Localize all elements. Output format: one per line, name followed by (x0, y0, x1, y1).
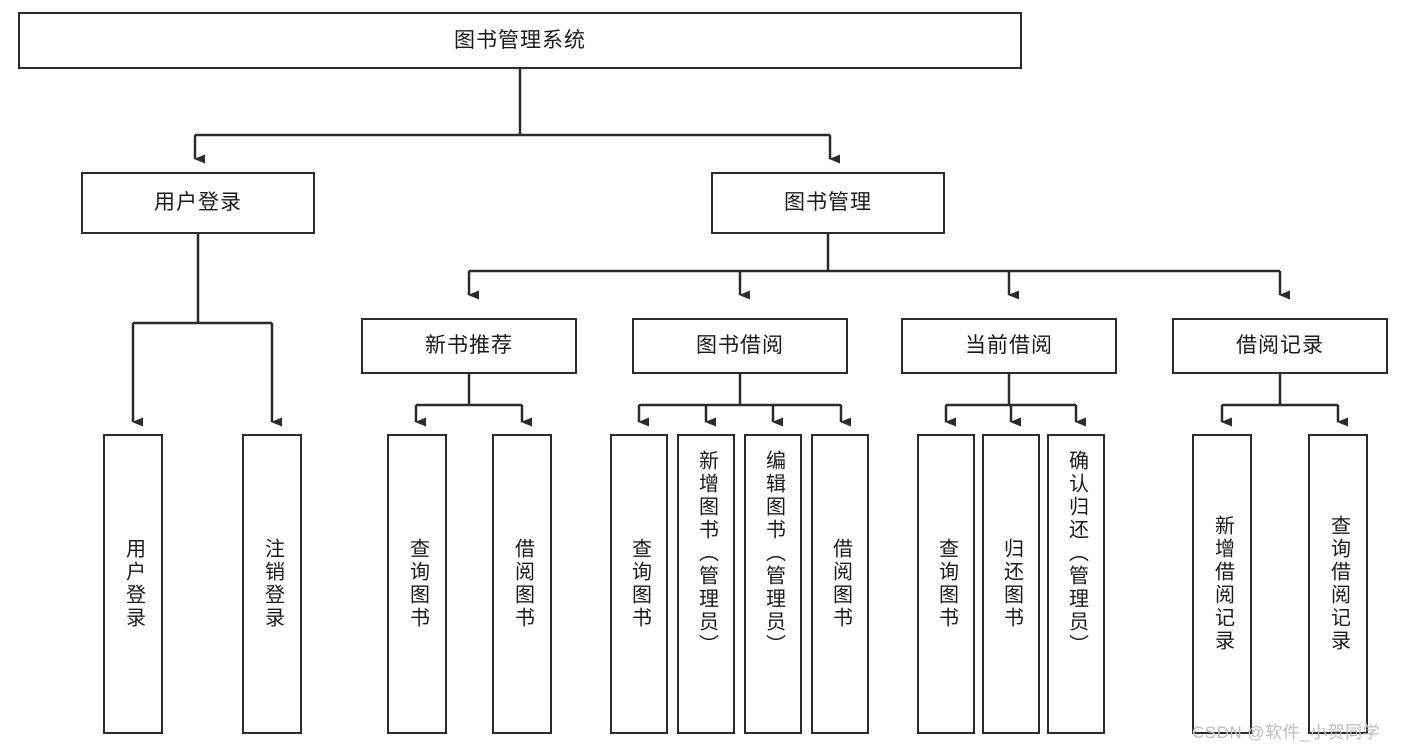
node-label: 查询图书 (935, 538, 958, 630)
node-label: 借阅图书 (829, 538, 852, 630)
node-label: 新增图书（管理员） (695, 450, 718, 657)
node-borrow-record[interactable]: 借阅记录 (1172, 318, 1388, 374)
node-leaf-query-book-current[interactable]: 查询图书 (917, 434, 975, 734)
node-leaf-return-book[interactable]: 归还图书 (982, 434, 1040, 734)
node-label: 注销登录 (261, 538, 284, 630)
node-label: 归还图书 (1000, 538, 1023, 630)
node-label: 借阅记录 (1236, 334, 1324, 358)
node-label: 查询借阅记录 (1327, 515, 1350, 653)
node-leaf-user-login[interactable]: 用户登录 (103, 434, 163, 734)
node-leaf-borrow-book-recommend[interactable]: 借阅图书 (492, 434, 552, 734)
node-label: 新增借阅记录 (1211, 515, 1234, 653)
node-label: 编辑图书（管理员） (762, 450, 785, 657)
node-label: 确认归还（管理员） (1065, 450, 1088, 657)
node-leaf-borrow-book[interactable]: 借阅图书 (811, 434, 869, 734)
node-label: 图书借阅 (696, 334, 784, 358)
node-label: 查询图书 (406, 538, 429, 630)
node-leaf-edit-book-admin[interactable]: 编辑图书（管理员） (744, 434, 802, 734)
node-leaf-logout[interactable]: 注销登录 (242, 434, 302, 734)
node-label: 图书管理系统 (454, 28, 586, 52)
node-label: 图书管理 (784, 191, 872, 215)
node-leaf-add-borrow-record[interactable]: 新增借阅记录 (1192, 434, 1252, 734)
node-leaf-query-book-borrow[interactable]: 查询图书 (610, 434, 668, 734)
node-label: 新书推荐 (425, 334, 513, 358)
node-user-login[interactable]: 用户登录 (81, 172, 315, 234)
node-current-borrow[interactable]: 当前借阅 (901, 318, 1117, 374)
node-label: 用户登录 (154, 191, 242, 215)
csdn-watermark: CSDN @软件_小贺同学 (1192, 723, 1381, 742)
node-leaf-query-borrow-record[interactable]: 查询借阅记录 (1308, 434, 1368, 734)
node-book-management[interactable]: 图书管理 (711, 172, 945, 234)
node-root-system[interactable]: 图书管理系统 (18, 12, 1022, 69)
node-label: 用户登录 (122, 538, 145, 630)
node-new-book-recommend[interactable]: 新书推荐 (361, 318, 577, 374)
node-label: 查询图书 (628, 538, 651, 630)
node-leaf-add-book-admin[interactable]: 新增图书（管理员） (677, 434, 735, 734)
node-leaf-query-book-recommend[interactable]: 查询图书 (387, 434, 447, 734)
node-label: 借阅图书 (511, 538, 534, 630)
node-label: 当前借阅 (965, 334, 1053, 358)
node-leaf-confirm-return-admin[interactable]: 确认归还（管理员） (1047, 434, 1105, 734)
node-book-borrow[interactable]: 图书借阅 (632, 318, 848, 374)
